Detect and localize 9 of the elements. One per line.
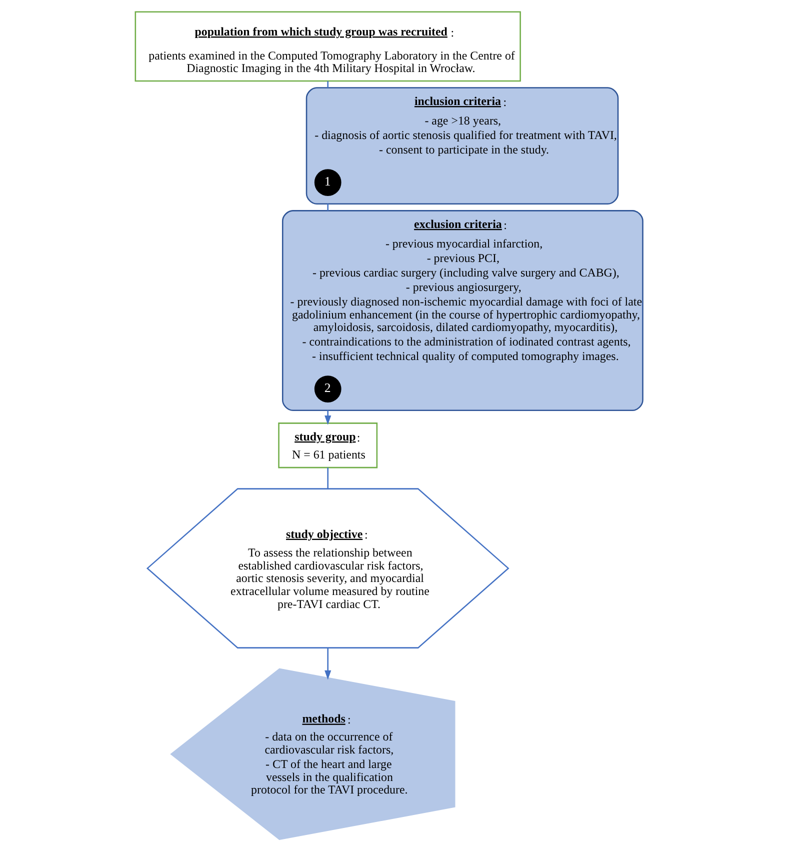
arrow bbox=[324, 648, 332, 680]
node-box: population from which study group was recruited: patients examined in the Computed Tomography Laboratory in the Centre of Diagnostic Imaging in the 4th Military Hospital in Wrocław. bbox=[134, 11, 521, 82]
node-circle: 2 bbox=[314, 376, 342, 402]
connector bbox=[327, 468, 328, 489]
arrow bbox=[324, 410, 332, 425]
connector bbox=[327, 81, 328, 88]
node-box: study group: N = 61 patients bbox=[278, 422, 378, 468]
connector bbox=[327, 204, 328, 211]
node-circle: 1 bbox=[314, 169, 342, 196]
